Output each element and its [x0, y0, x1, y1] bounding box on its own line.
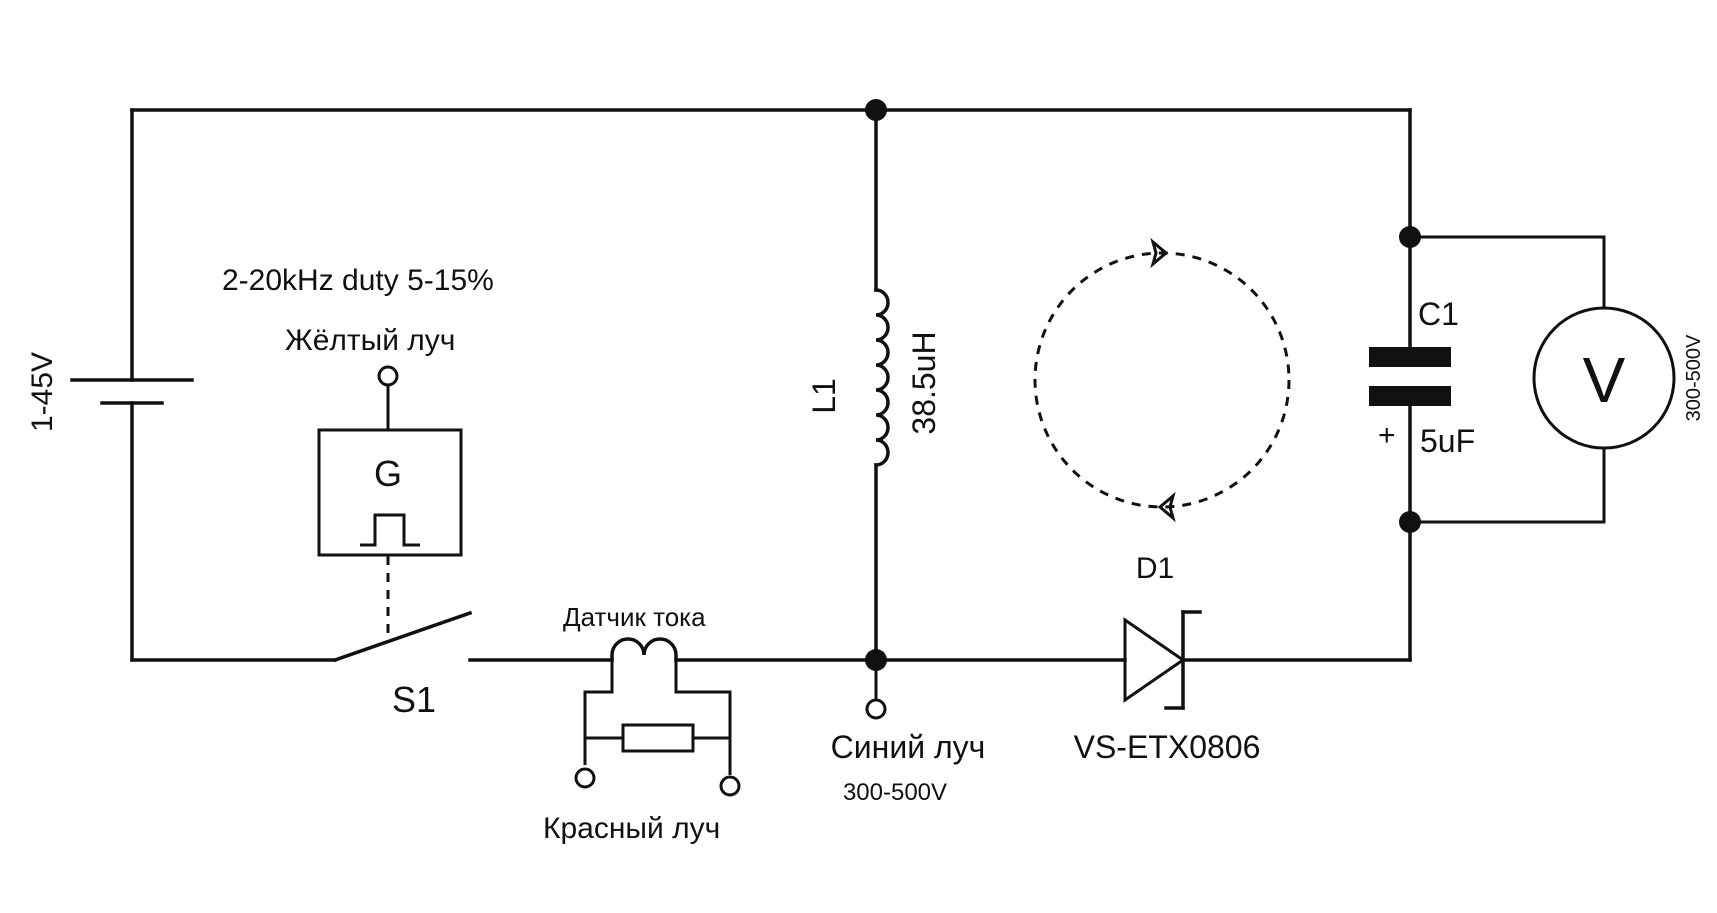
generator-symbol: G: [374, 453, 402, 494]
switch-blade: [332, 610, 473, 663]
current-loop-circle: [1033, 251, 1291, 509]
battery-label: 1-45V: [26, 352, 59, 432]
diode-ref: D1: [1136, 552, 1174, 585]
inductor-value: 38.5uH: [906, 331, 942, 434]
pulse-symbol: [360, 513, 420, 547]
inductor-coil: [874, 288, 890, 467]
sensor-lead-right: [674, 660, 732, 775]
switch-s1: [332, 610, 473, 663]
capacitor-value: 5uF: [1420, 423, 1475, 459]
battery: [70, 108, 194, 662]
red-probe-terminal-left: [574, 767, 596, 789]
voltmeter-lead-bottom: [1410, 448, 1606, 524]
cap-plate-bottom: [1369, 386, 1451, 406]
current-loop-indicator: [1033, 237, 1291, 523]
sensor-coil: [610, 637, 678, 662]
voltmeter: [1410, 235, 1676, 524]
capacitor-c1: [1369, 108, 1451, 662]
capacitor-polarity: +: [1378, 419, 1396, 452]
diode-d1: [874, 610, 1412, 710]
loop-arrow-top-icon: [1150, 237, 1169, 269]
current-sensor: [574, 637, 878, 797]
capacitor-ref: C1: [1418, 296, 1459, 332]
generator-box: [317, 428, 463, 557]
generator-params: 2-20kHz duty 5-15%: [222, 264, 494, 297]
inductor-l1: [874, 108, 890, 662]
red-probe-label: Красный луч: [543, 812, 720, 845]
yellow-probe-terminal: [377, 365, 399, 387]
red-probe-terminal-right: [719, 775, 741, 797]
voltmeter-lead-top: [1410, 235, 1606, 308]
junction-voltmeter-bottom: [1399, 511, 1421, 533]
current-sensor-label: Датчик тока: [563, 602, 706, 632]
junction-top-center: [865, 99, 887, 121]
blue-probe-voltage: 300-500V: [843, 779, 947, 806]
yellow-probe-label: Жёлтый луч: [285, 324, 455, 357]
junction-bottom-center: [865, 649, 887, 671]
voltmeter-symbol: V: [1583, 344, 1626, 416]
diode-part: VS-ETX0806: [1074, 729, 1261, 765]
sensor-lead-left: [583, 660, 614, 765]
diode-triangle: [1123, 617, 1186, 703]
switch-label: S1: [392, 679, 436, 720]
voltmeter-range: 300-500V: [1683, 334, 1705, 421]
inductor-ref: L1: [806, 378, 842, 414]
loop-arrow-bottom-icon: [1157, 491, 1176, 523]
cap-plate-top: [1369, 347, 1451, 367]
blue-probe-terminal: [865, 698, 887, 720]
junction-voltmeter-top: [1399, 226, 1421, 248]
shunt-resistor: [621, 723, 695, 753]
blue-probe-label: Синий луч: [831, 729, 986, 765]
generator: [317, 365, 463, 640]
